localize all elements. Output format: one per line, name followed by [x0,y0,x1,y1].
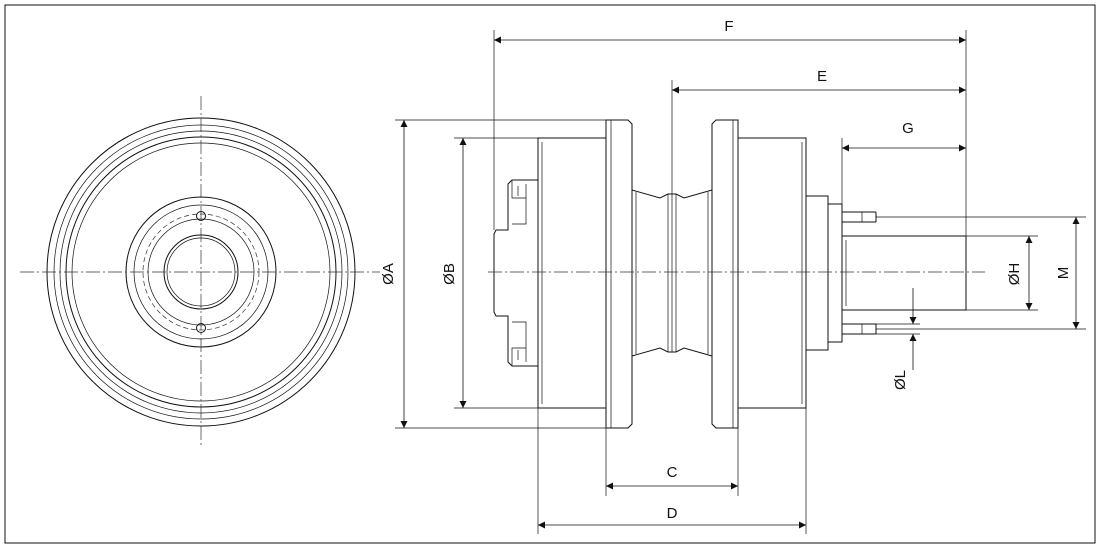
dim-label-h: ØH [1006,263,1023,286]
dim-label-c: C [667,464,678,481]
dim-label-f: F [724,18,733,35]
dim-label-a: ØA [380,263,397,285]
dim-label-e: E [817,68,827,85]
side-view [488,119,985,429]
dimension-lines [395,30,1086,534]
dim-label-g: G [902,120,914,137]
drawing-frame [4,4,1096,544]
dim-label-l: ØL [892,370,909,390]
dim-label-d: D [667,505,678,522]
dim-label-m: M [1055,267,1072,280]
front-view [20,96,380,448]
dim-label-b: ØB [441,263,458,285]
